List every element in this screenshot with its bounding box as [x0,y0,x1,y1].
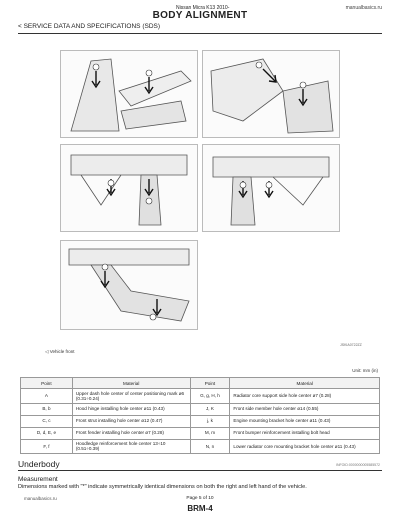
point-cell: j, k [189,414,231,428]
figure-id: JSKIA0722ZZ [340,343,362,347]
illustration-panel-2 [202,50,340,138]
point-cell: B, b [20,402,73,416]
material-cell: Upper dash hole center of center positio… [71,388,191,404]
measurement-heading: Measurement [18,476,58,483]
column-header: Point [189,377,231,389]
underbody-heading: Underbody [18,459,60,469]
underbody-divider [18,470,382,471]
point-cell: G, g, H, h [189,388,231,404]
point-cell: C, c [20,414,73,428]
illustration-panel-5 [60,240,198,330]
material-cell: Front fender installing hole center ø7 (… [71,426,191,440]
column-header: Point [20,377,73,389]
legend-label: Vehicle front [49,349,75,354]
column-header: Material [71,377,191,389]
table-row: B, b Hood hinge installing hole center ø… [20,402,380,416]
document-title: Nissan Micra K13 2010- [176,5,230,11]
figure-legend: ◁ Vehicle front [45,349,75,355]
page-number: Page 5 of 10 [186,496,214,501]
material-cell: Front side member hole center ø14 (0.55) [229,402,380,416]
site-name: manualbasics.ru [345,5,382,11]
column-header: Material [229,377,380,389]
page-title: BODY ALIGNMENT [152,10,248,21]
section-breadcrumb: < SERVICE DATA AND SPECIFICATIONS (SDS) [18,23,161,30]
material-cell: Radiator core support side hole center ø… [229,388,380,404]
point-cell: A [20,388,73,404]
vehicle-front-arrow-icon: ◁ [45,349,49,354]
specification-table: Point Material Point Material A Upper da… [20,377,380,455]
material-cell: Hood hinge installing hole center ø11 (0… [71,402,191,416]
unit-note: Unit: mm (in) [352,368,378,373]
point-cell: J, K [189,402,231,416]
point-cell: F, f [20,438,73,455]
illustration-panel-1 [60,50,198,138]
point-cell: D, d, E, e [20,426,73,440]
point-cell: N, n [189,438,231,455]
material-cell: Front strut installing hole center ø12 (… [71,414,191,428]
measurement-text: Dimensions marked with "*" indicate symm… [18,484,307,490]
footer-site: manualbasics.ru [24,496,57,501]
point-cell: M, m [189,426,231,440]
table-row: A Upper dash hole center of center posit… [20,388,380,404]
info-id: INFOID:0000000005585572 [336,463,380,467]
illustration-panel-4 [202,144,340,232]
table-row: F, f Hoodledge reinforcement hole center… [20,438,380,455]
table-row: D, d, E, e Front fender installing hole … [20,426,380,440]
material-cell: Lower radiator core mounting bracket hol… [229,438,380,455]
material-cell: Engine mounting bracket hole center ø11 … [229,414,380,428]
material-cell: Front bumper reinforcement installing bo… [229,426,380,440]
illustration-panel-3 [60,144,198,232]
header-divider [18,33,382,34]
table-row: C, c Front strut installing hole center … [20,414,380,428]
table-header-row: Point Material Point Material [20,377,380,389]
material-cell: Hoodledge reinforcement hole center 13÷1… [71,438,191,455]
section-code: BRM-4 [187,504,213,513]
